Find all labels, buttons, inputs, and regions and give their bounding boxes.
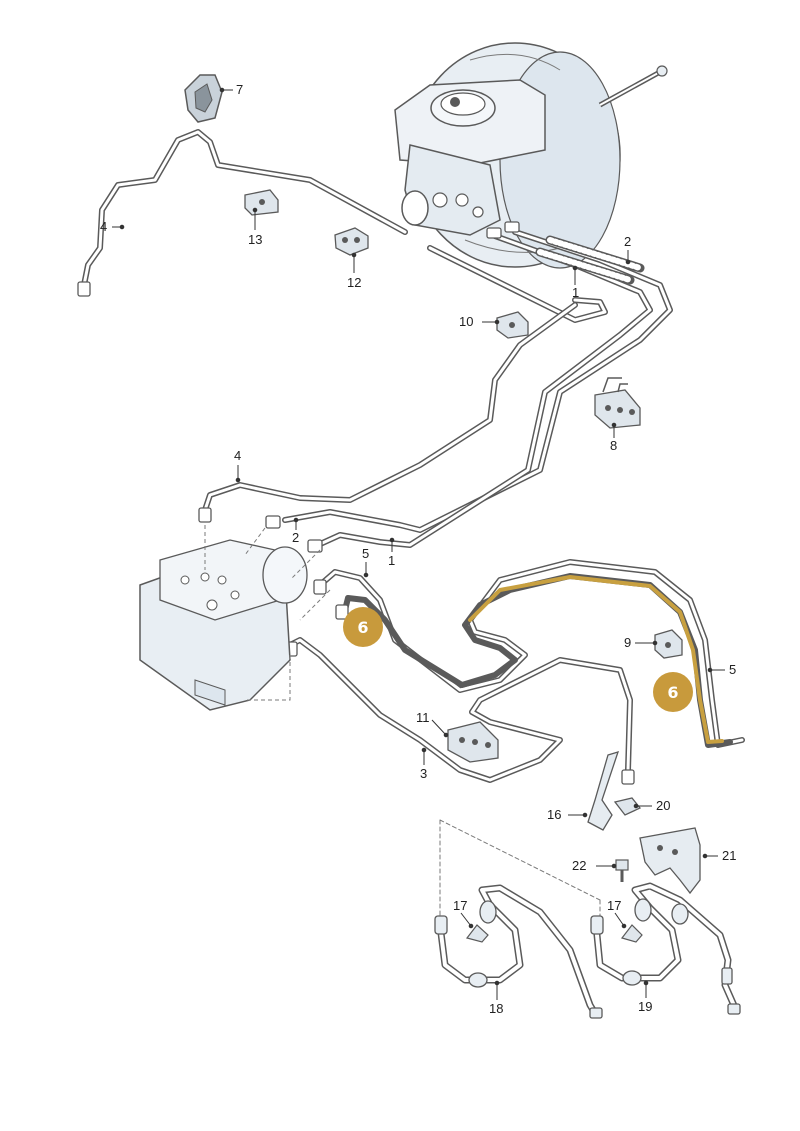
callout-17-left: 17 [453, 898, 467, 913]
pipe-4-upper [81, 129, 608, 323]
pipe-clip-10-icon [496, 311, 529, 339]
highlight-badge-6-right: 6 [653, 672, 693, 712]
callout-1-upper: 1 [572, 285, 579, 300]
callout-5-right: 5 [729, 662, 736, 677]
pipe-4-lower [202, 302, 578, 513]
pipe-clip-11-icon [447, 721, 499, 763]
callout-16: 16 [547, 807, 561, 822]
pipe-5 [317, 559, 745, 748]
pipe-1 [315, 233, 653, 548]
bolt-icon [615, 859, 629, 882]
brake-booster-icon [394, 42, 668, 269]
callout-9: 9 [624, 635, 631, 650]
callout-5-left: 5 [362, 546, 369, 561]
svg-text:6: 6 [357, 618, 368, 637]
highlight-badge-6-left: 6 [343, 607, 383, 647]
callout-12: 12 [347, 275, 361, 290]
callout-20: 20 [656, 798, 670, 813]
pipe-6-highlighted [342, 573, 733, 748]
callout-7: 7 [236, 82, 243, 97]
svg-text:6: 6 [667, 683, 678, 702]
callout-13: 13 [248, 232, 262, 247]
pipe-clip-13-icon [244, 189, 279, 216]
callout-4-upper: 4 [100, 219, 107, 234]
bracket-21-icon [639, 827, 701, 895]
callout-17-right: 17 [607, 898, 621, 913]
clip-20-icon [613, 797, 642, 816]
clip-17-left-icon [465, 924, 489, 943]
callout-3: 3 [420, 766, 427, 781]
callout-19: 19 [638, 999, 652, 1014]
clip-17-right-icon [620, 924, 643, 943]
callout-11: 11 [416, 710, 430, 725]
callout-21: 21 [722, 848, 736, 863]
callout-18: 18 [489, 1001, 503, 1016]
pipe-3 [287, 637, 633, 783]
pipe-clip-8-icon [594, 377, 641, 429]
brake-pipes [81, 129, 745, 783]
grommet-icon [184, 74, 223, 123]
pipe-clip-12-icon [334, 227, 369, 256]
callout-2-lower: 2 [292, 530, 299, 545]
hose-fittings [434, 898, 741, 1019]
pipe-2 [282, 229, 673, 533]
callout-10: 10 [459, 314, 473, 329]
callout-8: 8 [610, 438, 617, 453]
callout-1-lower: 1 [388, 553, 395, 568]
pipe-fittings [77, 221, 635, 785]
callout-22: 22 [572, 858, 586, 873]
bracket-16-icon [587, 751, 620, 831]
leader-lines [112, 87, 725, 1000]
callout-2-upper: 2 [624, 234, 631, 249]
abs-unit-icon [139, 525, 331, 711]
callout-labels: 7 4 13 12 10 1 2 8 4 2 1 5 9 5 11 3 16 2… [100, 82, 736, 1016]
pipe-clip-9-icon [654, 629, 683, 659]
callout-4-lower: 4 [234, 448, 241, 463]
